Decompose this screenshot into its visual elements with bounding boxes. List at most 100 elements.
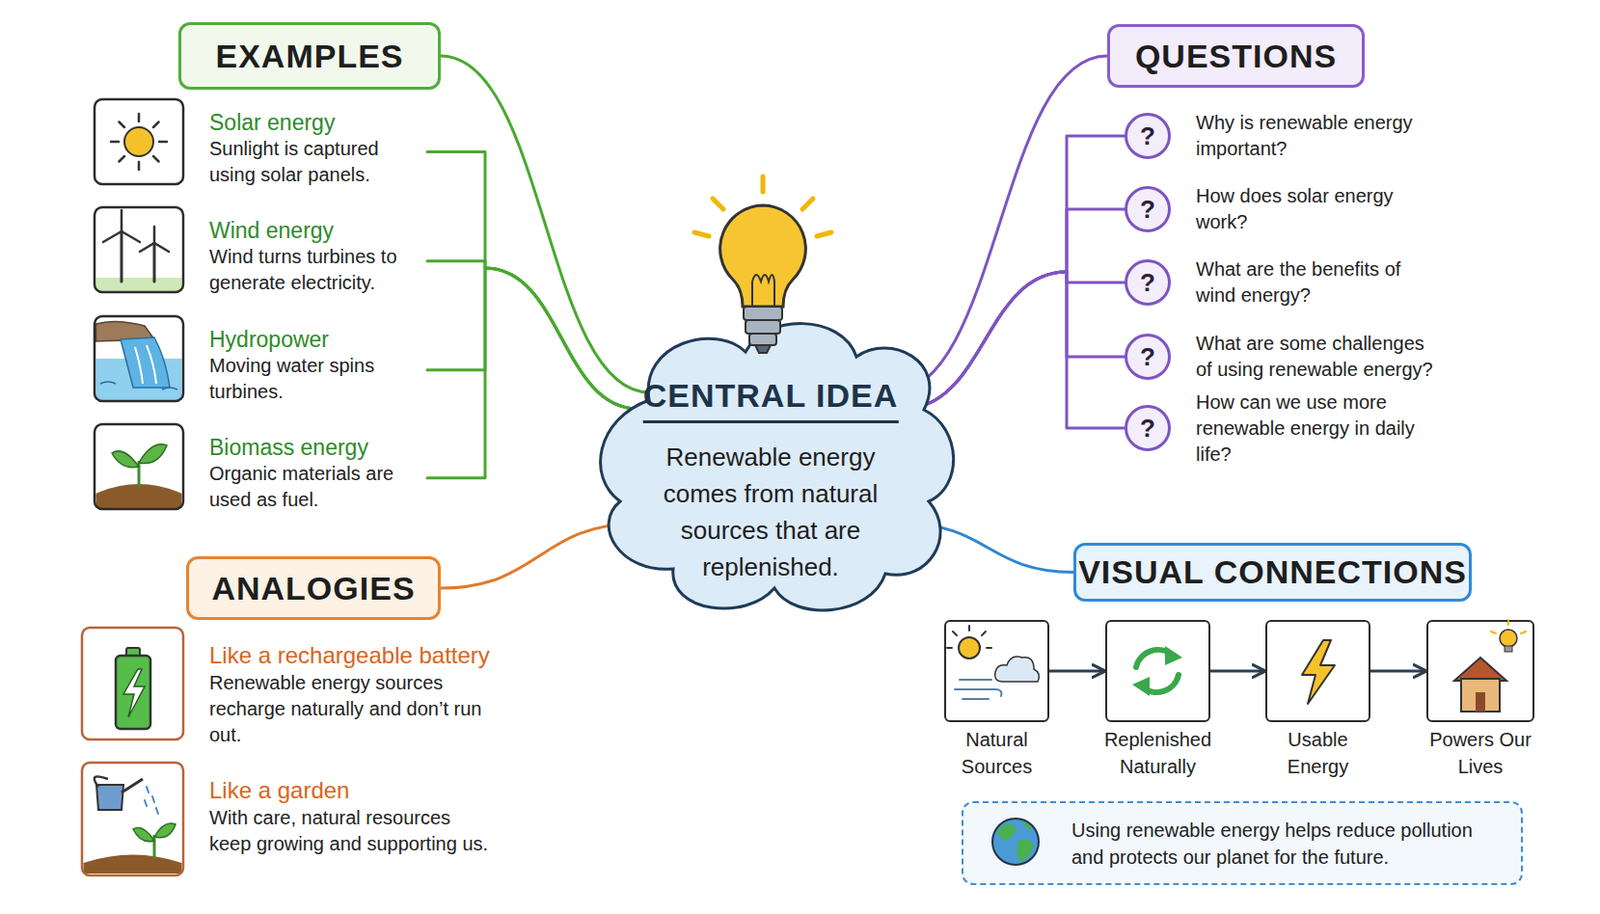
leaf [154,823,176,839]
flow-step-box-text: Usable Energy [1260,726,1377,781]
question-item-text: ? [1124,405,1171,452]
ray [952,631,957,636]
light-rays [694,176,832,237]
ray [137,113,141,122]
example-item-text: Sunlight is captured using solar panels. [209,135,422,189]
flow-step-box: Natural Sources [944,620,1050,723]
example-item-text: Biomass energy [209,433,428,462]
branch-connector [902,271,1125,409]
tower [120,231,124,282]
globe-icon [992,818,1039,866]
waves [100,381,178,390]
analogy-frames [81,627,184,876]
wind-turbines [103,210,169,282]
ray [802,198,814,210]
example-icons [94,99,184,510]
question-item: ?How can we use more renewable energy in… [1124,397,1453,460]
question-item: ?What are some challenges of using renew… [1124,325,1453,388]
branch-connector [902,135,1125,409]
branch-header-text: VISUAL CONNECTIONS [1078,553,1467,592]
sun-rays [110,113,167,170]
blade [154,243,169,252]
example-item-text: Hydropower [209,325,428,353]
flow-step-box: Usable Energy [1265,620,1371,723]
note-box-text: Using renewable energy helps reduce poll… [1071,816,1496,871]
ray [1520,631,1526,634]
house-wall [1461,678,1500,712]
can-spout [121,779,143,793]
flow-step-box-text: Replenished Naturally [1100,726,1217,781]
question-item-text: ? [1124,333,1171,380]
cliff [96,321,156,342]
blade [103,231,122,243]
wind-line [962,698,989,701]
example-item-text: Moving water spins turbines. [209,352,422,406]
lightbulb-icon [694,176,832,353]
branch-connector [902,271,1125,409]
ray [760,176,766,192]
example-item-text: Organic materials are used as fuel. [209,461,422,514]
ray [1491,631,1496,634]
ray [110,140,119,144]
water-drops [144,786,159,814]
soil [96,484,183,509]
bulb-base [743,306,783,321]
question-item-text: How can we use more renewable energy in … [1195,389,1438,468]
branch-header: QUESTIONS [1107,24,1365,88]
icon-frame [94,424,184,510]
ray [153,156,160,163]
question-item-text: What are the benefits of wind energy? [1195,256,1438,309]
ray [159,140,167,144]
note-box: Using renewable energy helps reduce poll… [961,801,1523,886]
question-item-text: ? [1124,112,1171,160]
ray [153,122,160,129]
flow-arrow [1210,670,1266,674]
flow-step-box-text: Natural Sources [939,726,1056,781]
branch-connector [902,209,1125,409]
drop [156,808,159,814]
water-pool [96,358,183,401]
flow-arrow [1370,670,1427,674]
cycle-arrow [1141,675,1179,693]
flow-step-box: Powers Our Lives [1426,620,1535,723]
bulb-glass [720,205,807,307]
example-item: Solar energySunlight is captured using s… [94,99,428,185]
drop [146,786,149,793]
example-item-text: Wind energy [209,216,428,245]
leaf [111,451,139,468]
branch-connector [427,268,639,409]
question-item: ?What are the benefits of wind energy? [1124,251,1453,314]
wind-lines [954,679,1002,700]
small-rays [1491,620,1526,634]
ray [119,122,126,129]
sun [958,637,980,659]
flow-icons [947,620,1526,712]
analogy-item-text: Like a garden [209,776,512,806]
blade [153,226,157,244]
branch-header: VISUAL CONNECTIONS [1073,542,1472,602]
ray [712,198,724,210]
sun [124,127,154,157]
land [1016,840,1034,863]
branch-header: ANALOGIES [186,556,441,621]
sprout-stem [137,461,141,488]
cloud-shape [600,324,954,611]
ray [137,162,141,170]
branch-header-text: EXAMPLES [215,37,404,76]
icon-frame [94,99,184,185]
tower [153,243,157,282]
filament [752,274,775,307]
question-item-text: Why is renewable energy important? [1195,109,1438,163]
branch-connector [440,55,651,393]
example-item-text: Solar energy [209,108,428,136]
cycle-arrow [1136,650,1173,668]
bulb-base [749,333,777,346]
grass [96,277,183,292]
sun-rays [947,625,992,649]
blade [120,210,124,232]
drop [144,800,147,807]
analogy-item: Like a gardenWith care, natural resource… [81,762,512,876]
can-handle [94,776,109,787]
house-door [1475,692,1486,712]
